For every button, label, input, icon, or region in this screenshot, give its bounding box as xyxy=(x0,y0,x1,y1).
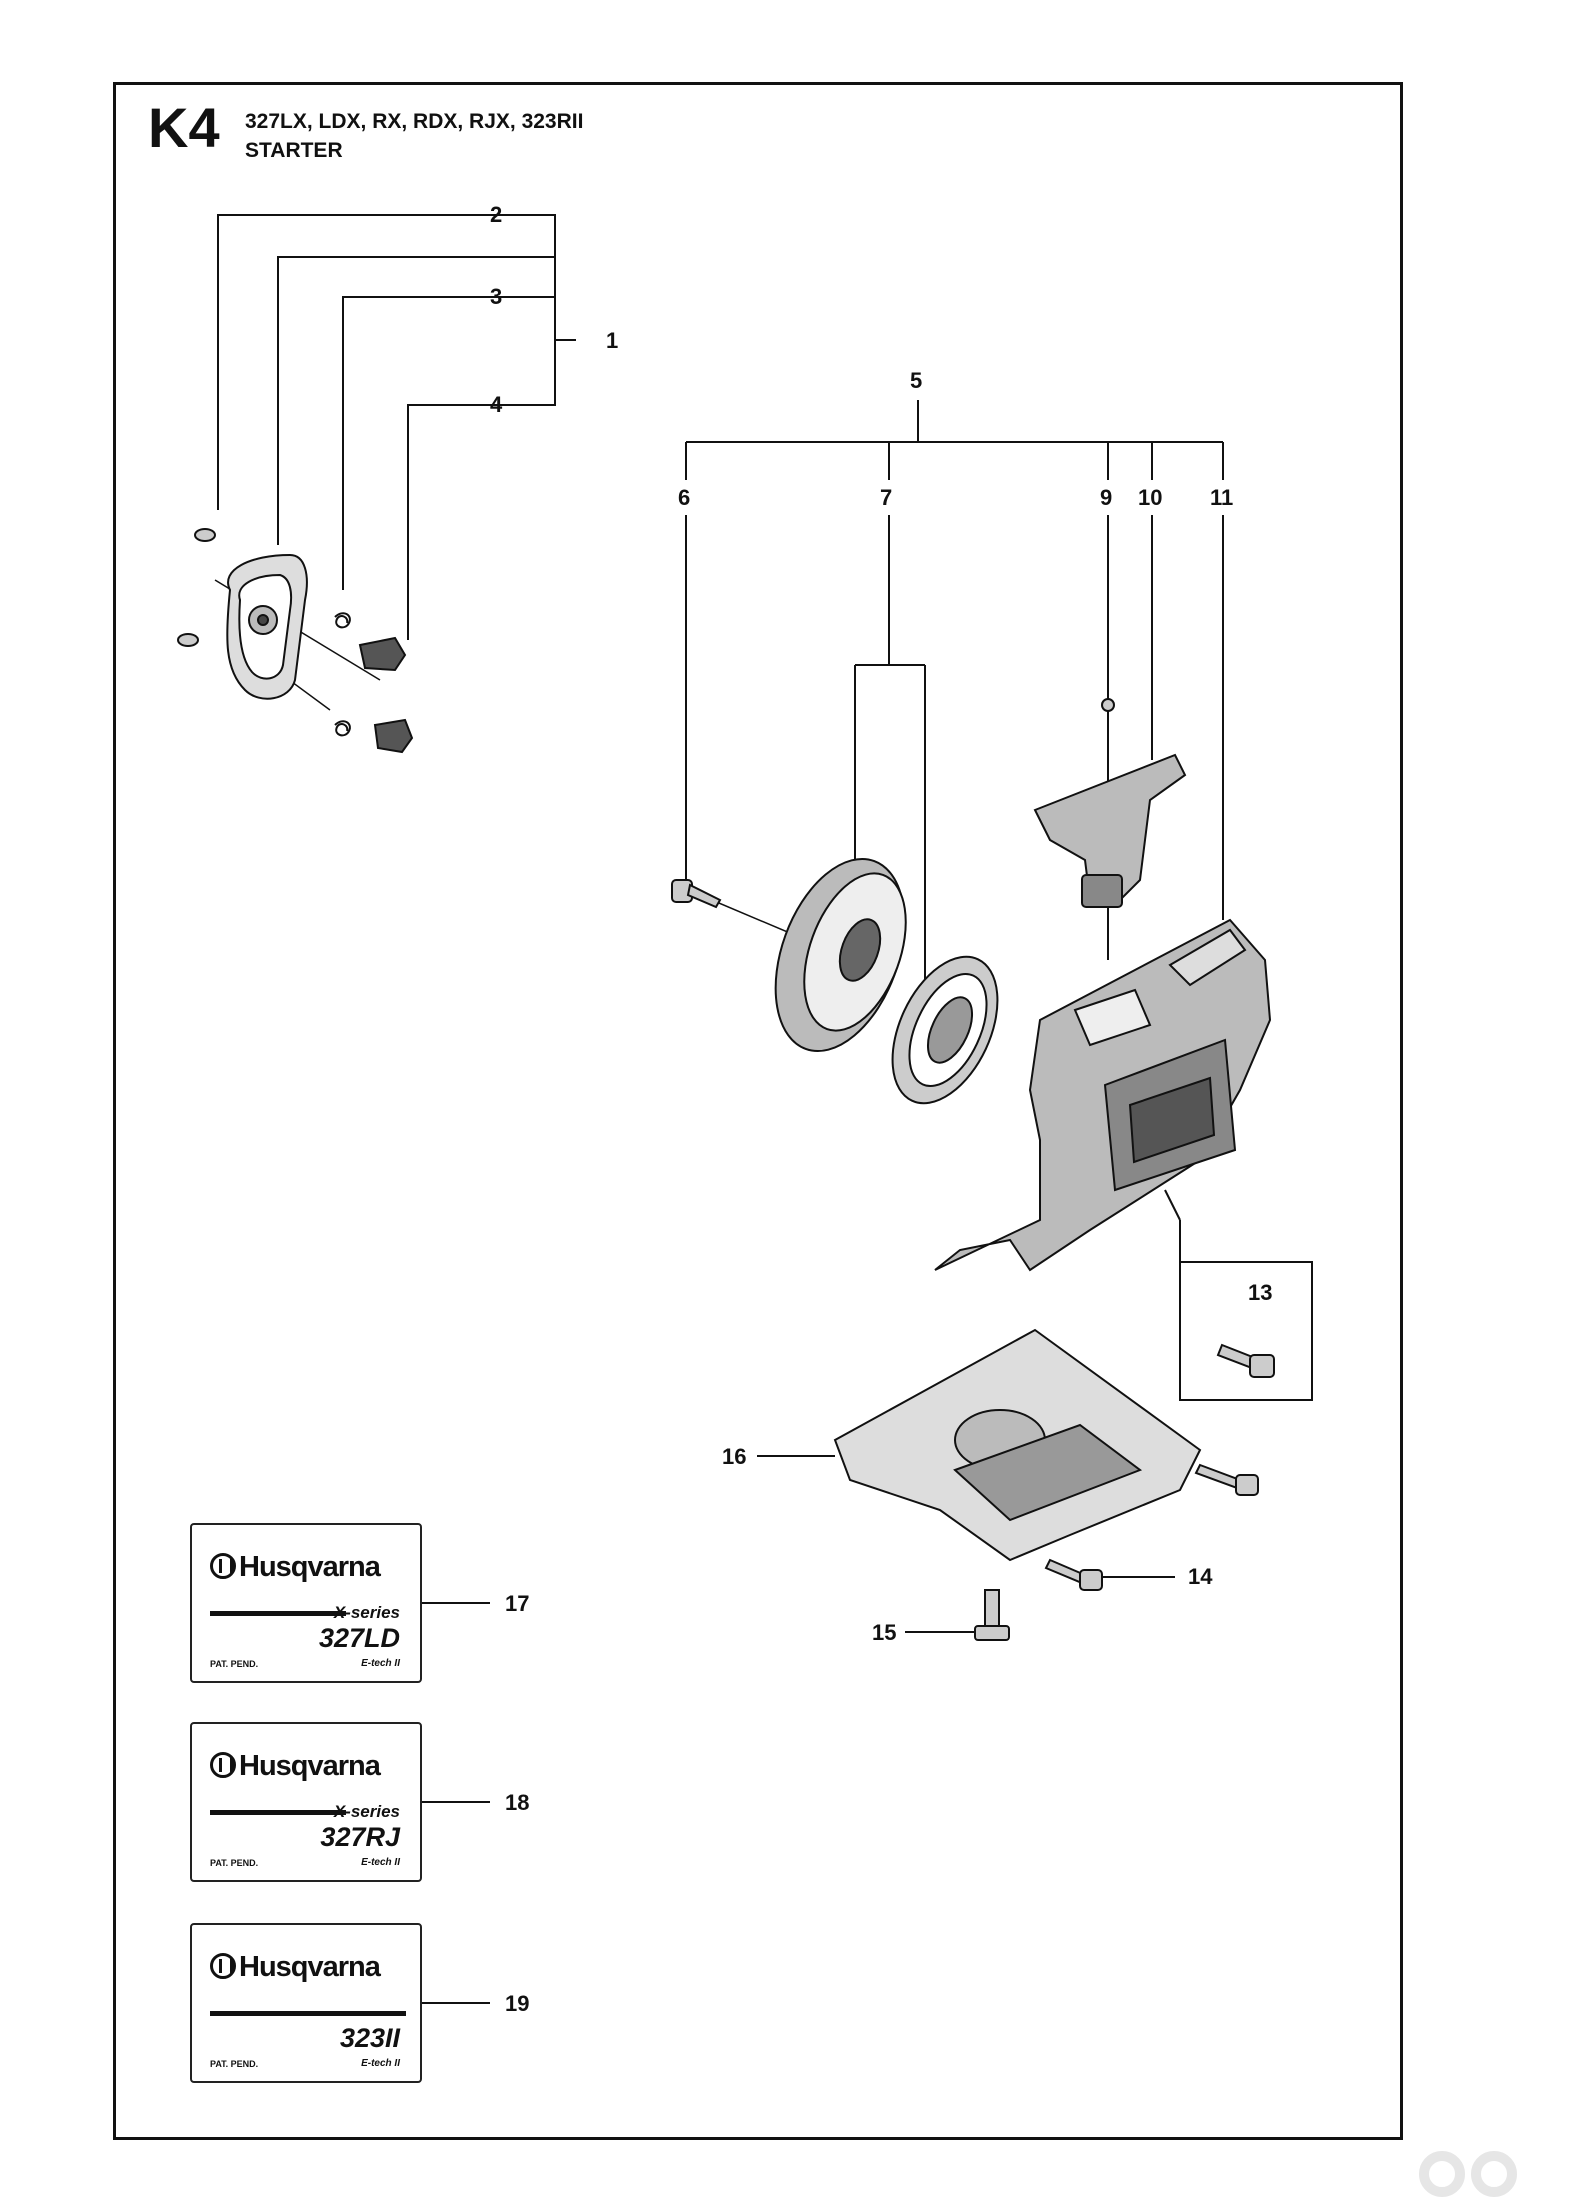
callout-7: 7 xyxy=(880,485,892,510)
leader-sub xyxy=(277,256,555,545)
callout-16: 16 xyxy=(722,1444,746,1469)
decal-stripe xyxy=(210,1611,346,1616)
decal-patent: PAT. PEND. xyxy=(210,1858,259,1868)
screw-15 xyxy=(974,1589,1010,1641)
callout-5: 5 xyxy=(910,368,922,393)
husqvarna-logo: Husqvarna xyxy=(210,1551,381,1584)
starter-handle xyxy=(1033,753,1187,908)
callout-9: 9 xyxy=(1100,485,1112,510)
section-name: STARTER xyxy=(245,139,343,162)
callout-2: 2 xyxy=(490,202,502,227)
screw-14 xyxy=(1044,1463,1259,1591)
callout-19: 19 xyxy=(505,1991,529,2016)
callout-15: 15 xyxy=(872,1620,896,1645)
bottom-cover xyxy=(833,1328,1202,1562)
decal-model: 327LD xyxy=(318,1623,400,1653)
callout-13: 13 xyxy=(1248,1280,1272,1305)
decal-323ii: Husqvarna 323II PAT. PEND. E-tech II xyxy=(190,1923,422,2083)
decal-series: X-series xyxy=(333,1802,400,1821)
recoil-spring xyxy=(891,955,999,1105)
husqvarna-logo: Husqvarna xyxy=(210,1951,381,1984)
husqvarna-crown-icon xyxy=(210,1752,236,1778)
screw-13 xyxy=(1216,1343,1275,1378)
starter-housing xyxy=(934,918,1272,1272)
decal-model: 327RJ xyxy=(320,1822,400,1852)
section-code: K4 xyxy=(148,96,220,159)
screw-6 xyxy=(671,879,722,909)
leader-3 xyxy=(342,296,470,590)
callout-18: 18 xyxy=(505,1790,529,1815)
leader-2 xyxy=(217,214,470,510)
decal-etech: E-tech II xyxy=(361,2058,400,2069)
callout-6: 6 xyxy=(678,485,690,510)
callout-4: 4 xyxy=(490,392,503,417)
callouts: 1 2 3 4 5 6 7 9 10 11 13 14 15 16 17 18 … xyxy=(490,202,1272,2016)
decal-patent: PAT. PEND. xyxy=(210,2059,259,2069)
page-frame xyxy=(113,82,1403,2140)
model-list: 327LX, LDX, RX, RDX, RJX, 323RII xyxy=(245,110,584,133)
callout-3: 3 xyxy=(490,284,502,309)
decal-stripe xyxy=(210,2011,406,2016)
decal-327rj: Husqvarna X-series 327RJ PAT. PEND. E-te… xyxy=(190,1722,422,1882)
decal-etech: E-tech II xyxy=(361,1857,400,1868)
callout-11: 11 xyxy=(1210,485,1233,510)
decal-patent: PAT. PEND. xyxy=(210,1659,259,1669)
callout-1: 1 xyxy=(606,328,618,353)
decal-etech: E-tech II xyxy=(361,1658,400,1669)
decal-327ld: Husqvarna X-series 327LD PAT. PEND. E-te… xyxy=(190,1523,422,1683)
callout-10: 10 xyxy=(1138,485,1162,510)
decal-series: X-series xyxy=(333,1603,400,1622)
starter-pawl-assembly xyxy=(177,528,414,754)
leader-4 xyxy=(407,404,470,640)
callout-17: 17 xyxy=(505,1591,529,1616)
watermark-logo-icon xyxy=(1419,2151,1517,2197)
husqvarna-crown-icon xyxy=(210,1953,236,1979)
rope-pulley xyxy=(774,857,907,1053)
callout-14: 14 xyxy=(1188,1564,1213,1589)
decal-model: 323II xyxy=(339,2023,400,2053)
decal-stripe xyxy=(210,1810,346,1815)
husqvarna-logo: Husqvarna xyxy=(210,1750,381,1783)
husqvarna-crown-icon xyxy=(210,1553,236,1579)
